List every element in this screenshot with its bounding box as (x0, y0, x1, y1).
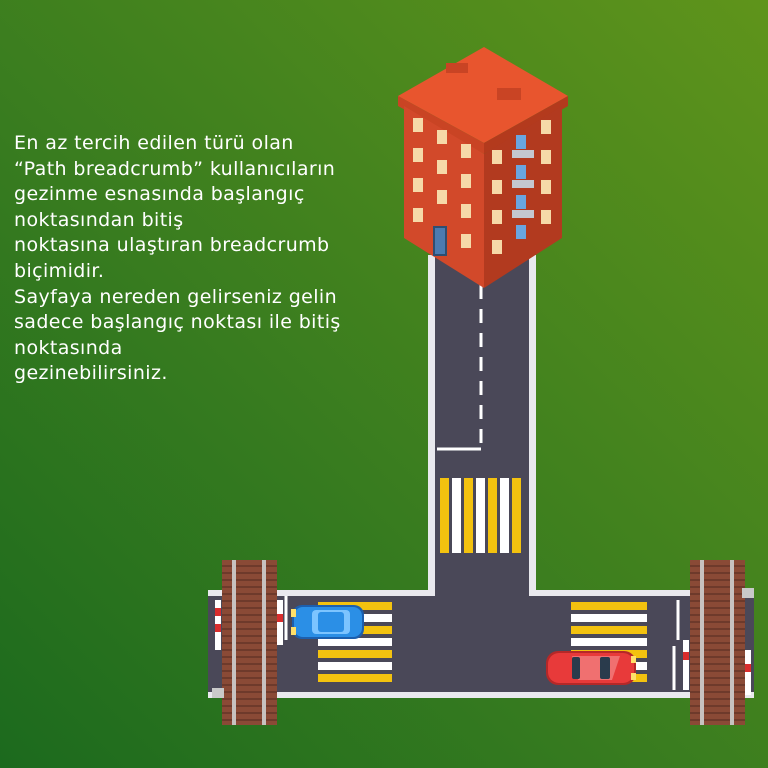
horizontal-road (208, 585, 754, 698)
description-line: biçimidir. (14, 259, 105, 282)
description-line: sadece başlangıç noktası ile bitiş (14, 311, 341, 334)
apartment-building-icon (398, 47, 568, 288)
description-line: gezinme esnasında başlangıç (14, 183, 305, 206)
description-line: noktasında (14, 336, 123, 359)
railway-crossing-right (683, 560, 754, 725)
railway-crossing-left (212, 560, 283, 725)
red-car-icon (546, 651, 636, 685)
description-line: noktasından bitiş (14, 208, 184, 231)
description-line: Sayfaya nereden gelirseniz gelin (14, 285, 338, 308)
description-line: En az tercih edilen türü olan (14, 132, 294, 154)
description-line: noktasına ulaştıran breadcrumb (14, 234, 330, 257)
description-line: gezinebilirsiniz. (14, 362, 168, 385)
description-text: En az tercih edilen türü olan “Path brea… (14, 131, 384, 387)
description-line: “Path breadcrumb” kullanıcıların (14, 157, 336, 180)
crosswalk-vertical (440, 478, 521, 553)
blue-car-icon (291, 605, 364, 639)
